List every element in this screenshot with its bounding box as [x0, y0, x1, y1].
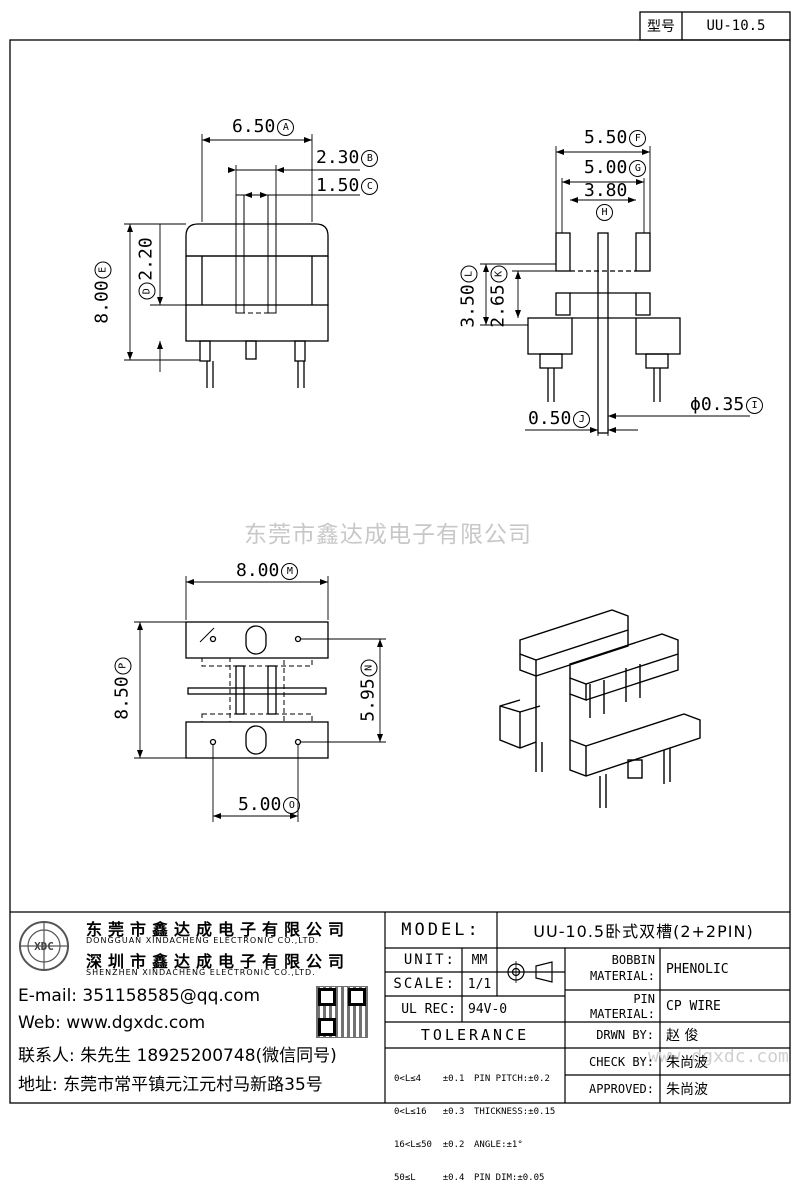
contact-address: 地址: 东莞市常平镇元江元村马新路35号 — [18, 1075, 323, 1095]
qr-finder-1 — [318, 988, 336, 1006]
drawing-frame — [9, 39, 791, 1104]
dim-l: 3.50L — [458, 247, 479, 347]
marker-h: H — [596, 204, 613, 221]
tb-bobbin-value: PHENOLIC — [666, 961, 729, 977]
logo-text: XDC — [34, 940, 54, 953]
side-view — [480, 146, 750, 436]
tol-left-4: 50≤L ±0.4 — [394, 1173, 465, 1183]
dim-e: 8.00E — [92, 243, 113, 343]
title-block — [10, 911, 790, 1103]
marker-f: F — [629, 130, 647, 147]
marker-m: M — [281, 563, 299, 580]
marker-e: E — [94, 261, 112, 279]
tb-tolerance-label: TOLERANCE — [420, 1026, 530, 1044]
contact-person: 联系人: 朱先生 18925200748(微信同号) — [18, 1046, 337, 1066]
marker-p: P — [114, 657, 132, 675]
contact-web: Web: www.dgxdc.com — [18, 1013, 206, 1033]
marker-c: C — [361, 178, 379, 195]
dim-d: D2.20 — [136, 219, 157, 319]
qr-finder-2 — [348, 988, 366, 1006]
tb-unit-label: UNIT: — [403, 952, 456, 968]
company-name-sz: 深圳市鑫达成电子有限公司 — [86, 952, 351, 971]
tb-model-label: MODEL: — [401, 920, 481, 940]
bobbin-label-line1: BOBBIN — [611, 953, 655, 967]
company-name-dg-en: DONGGUAN XINDACHENG ELECTRONIC CO.,LTD. — [86, 936, 320, 945]
dim-h: 3.80 — [584, 180, 628, 201]
tb-approved-label: APPROVED: — [588, 1082, 654, 1096]
tol-right-1: PIN PITCH:±0.2 — [474, 1074, 550, 1084]
marker-i: I — [746, 397, 764, 414]
tol-left-3: 16<L≤50 ±0.2 — [394, 1140, 465, 1150]
pin-label-line1: PIN — [633, 992, 655, 1006]
watermark-url: www.dgxdc.com — [648, 1046, 789, 1067]
dim-p: 8.50P — [112, 639, 133, 739]
contact-email: E-mail: 351158585@qq.com — [18, 986, 261, 1006]
company-logo — [19, 921, 69, 971]
marker-k: K — [490, 265, 508, 283]
tb-pin-label: PIN MATERIAL: — [565, 992, 655, 1022]
tb-ulrec-label: UL REC: — [401, 1001, 456, 1017]
tb-scale-label: SCALE: — [393, 976, 456, 992]
top-view — [134, 576, 386, 822]
tb-tolerance-right: PIN PITCH:±0.2 THICKNESS:±0.15 ANGLE:±1°… — [474, 1052, 555, 1195]
tb-bobbin-label: BOBBIN MATERIAL: — [565, 952, 655, 984]
header-model-value: UU-10.5 — [706, 18, 766, 34]
tol-right-3: ANGLE:±1° — [474, 1140, 523, 1150]
marker-n: N — [360, 659, 378, 677]
tb-check-value: 朱尚波 — [666, 1054, 708, 1071]
tb-unit-value: MM — [471, 952, 488, 968]
marker-d: D — [138, 282, 156, 300]
tb-drawn-label: DRWN BY: — [596, 1028, 654, 1042]
dimension-arrows — [127, 137, 650, 819]
marker-g: G — [629, 160, 647, 177]
tb-model-value: UU-10.5卧式双槽(2+2PIN) — [533, 922, 754, 941]
company-name-dg: 东莞市鑫达成电子有限公司 — [86, 920, 351, 939]
bobbin-label-line2: MATERIAL: — [589, 969, 655, 983]
dim-n: 5.95N — [358, 641, 379, 741]
marker-o: O — [283, 797, 301, 814]
pin-label-line2: MATERIAL: — [589, 1007, 655, 1021]
tb-approved-value: 朱尚波 — [666, 1082, 708, 1098]
tb-tolerance-left: 0<L≤4 ±0.1 0<L≤16 ±0.3 16<L≤50 ±0.2 50≤L… — [394, 1052, 464, 1195]
tol-left-1: 0<L≤4 ±0.1 — [394, 1074, 465, 1084]
marker-l: L — [460, 265, 478, 283]
tb-scale-value: 1/1 — [467, 976, 492, 992]
tb-check-label: CHECK BY: — [588, 1054, 654, 1069]
tb-pin-value: CP WIRE — [666, 998, 721, 1014]
drawing-canvas — [9, 11, 791, 1104]
company-name-sz-en: SHENZHEN XINDACHENG ELECTRONIC CO.,LTD. — [86, 968, 316, 977]
header-model-box — [639, 11, 791, 41]
dim-k: 2.65K — [488, 247, 509, 347]
isometric-view — [499, 609, 701, 808]
front-view — [124, 134, 360, 388]
marker-j: J — [573, 411, 591, 428]
qr-finder-3 — [318, 1018, 336, 1036]
tb-ulrec-value: 94V-0 — [468, 1001, 508, 1017]
marker-a: A — [277, 119, 295, 136]
marker-b: B — [361, 150, 379, 167]
watermark: 东莞市鑫达成电子有限公司 — [244, 522, 532, 548]
tb-drawn-value: 赵 俊 — [666, 1028, 699, 1044]
header-model-label: 型号 — [647, 19, 675, 35]
tol-right-4: PIN DIM:±0.05 — [474, 1173, 545, 1183]
